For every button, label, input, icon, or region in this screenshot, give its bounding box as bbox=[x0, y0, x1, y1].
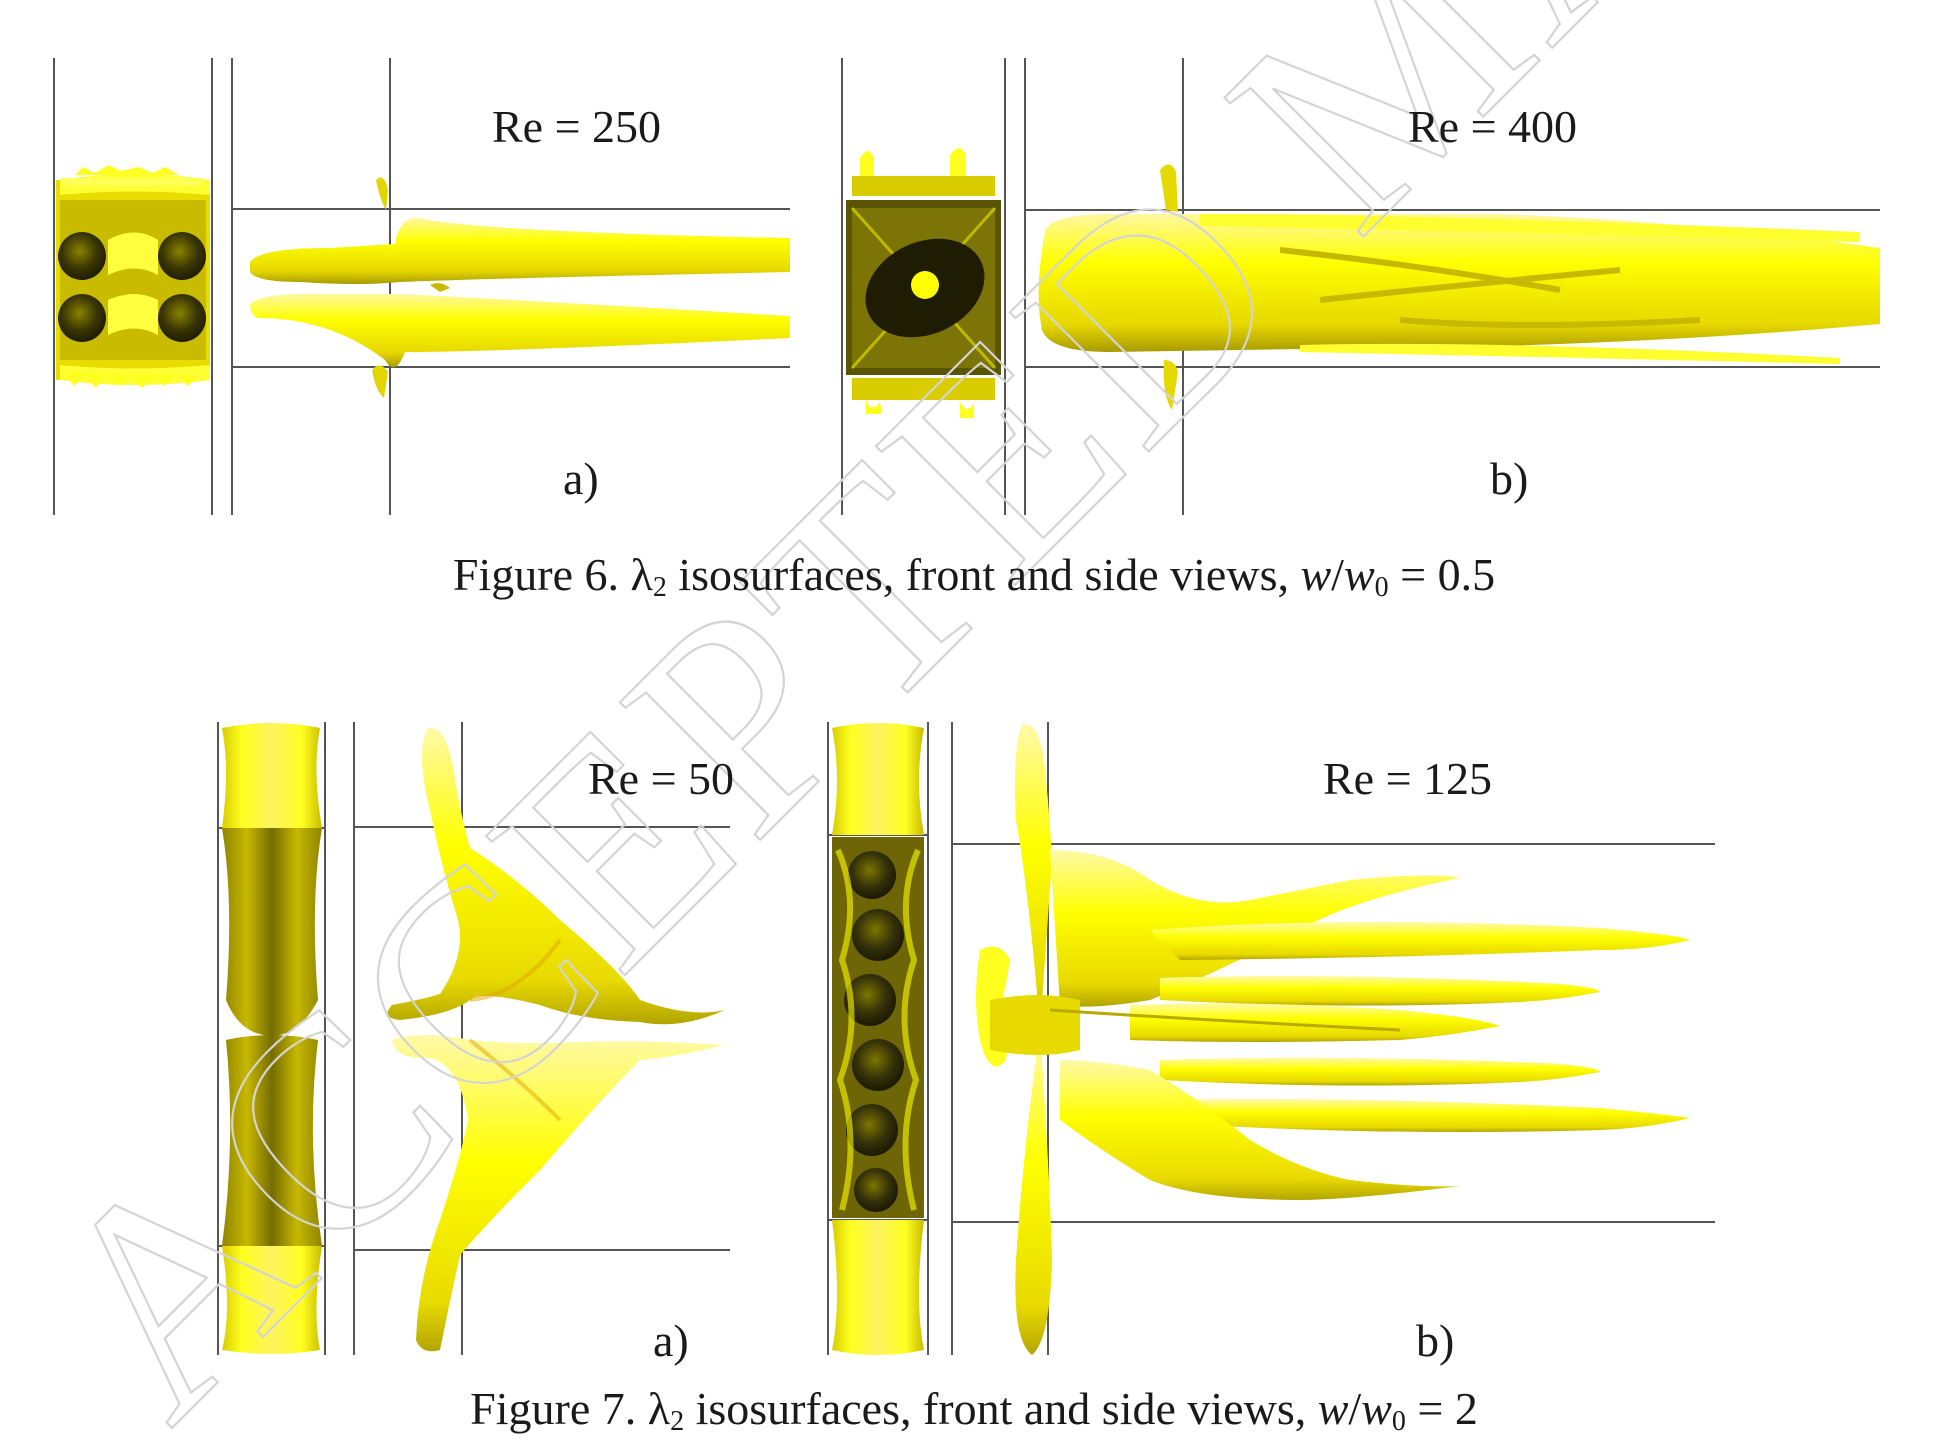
figure7a-front-view bbox=[217, 722, 326, 1355]
figure6b-side-view bbox=[1024, 58, 1880, 515]
figure7b-reynolds-label: Re = 125 bbox=[1323, 753, 1493, 804]
figure6a-panel-letter: a) bbox=[563, 453, 599, 504]
figure6b-front-view bbox=[841, 58, 1006, 515]
figure6a-reynolds-label: Re = 250 bbox=[492, 101, 662, 152]
figure7-caption: Figure 7. λ2 isosurfaces, front and side… bbox=[470, 1383, 1478, 1437]
figure7a-panel-letter: a) bbox=[653, 1315, 689, 1366]
figure6b-reynolds-label: Re = 400 bbox=[1408, 101, 1578, 152]
figure7b-panel-letter: b) bbox=[1416, 1315, 1455, 1366]
figure6a-side-view bbox=[231, 58, 790, 515]
figure7-isosurface-render bbox=[217, 722, 1715, 1355]
figure7b-side-view bbox=[951, 722, 1715, 1355]
figure6-caption: Figure 6. λ2 isosurfaces, front and side… bbox=[452, 549, 1496, 603]
figure7: Re = 50 a) Re = 125 b) Figure 7. λ2 isos… bbox=[0, 700, 1948, 1443]
figure6: Re = 250 a) Re = 400 b) Figure 6. λ2 iso… bbox=[0, 0, 1948, 603]
figure6-isosurface-render bbox=[53, 58, 1880, 515]
figure6b-panel-letter: b) bbox=[1490, 453, 1529, 504]
figure6a-front-view bbox=[53, 58, 213, 515]
figure7b-front-view bbox=[827, 722, 929, 1355]
figure7a-reynolds-label: Re = 50 bbox=[588, 753, 735, 804]
figure7a-side-view bbox=[353, 722, 730, 1355]
